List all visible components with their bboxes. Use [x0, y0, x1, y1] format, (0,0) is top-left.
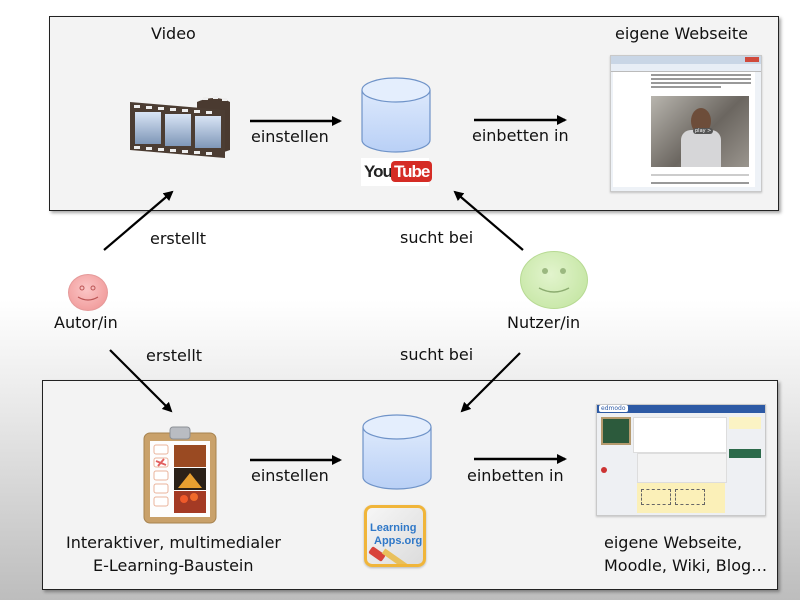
youtube-tube-text: Tube: [391, 161, 433, 182]
upload-label-top: einstellen: [251, 127, 329, 146]
author-label: Autor/in: [54, 313, 118, 332]
creates-label-top: erstellt: [150, 229, 207, 248]
video-label: Video: [151, 24, 196, 43]
window-close-icon: [745, 57, 759, 62]
embed-label-bottom: einbetten in: [467, 466, 564, 485]
learningapps-text-line2: Apps.org: [374, 535, 423, 547]
author-smiley-icon: [68, 274, 108, 311]
clipboard-quiz-icon: [143, 426, 217, 524]
browser-addressbar: [611, 64, 761, 72]
browser-tabbar: [611, 56, 761, 64]
youtube-logo: You Tube: [361, 158, 433, 186]
module-label-line2: E-Learning-Baustein: [93, 556, 254, 575]
youtube-you-text: You: [364, 162, 393, 181]
database-cylinder-icon: [362, 414, 432, 490]
database-cylinder-icon: [361, 77, 431, 153]
avatar-placeholder: [601, 417, 631, 445]
module-label-line1: Interaktiver, multimedialer: [66, 533, 281, 552]
learningapps-logo: Learning Apps.org: [364, 505, 426, 567]
edmodo-brand: edmodo: [599, 405, 628, 412]
user-smiley-icon: [520, 251, 588, 309]
play-button: play >: [693, 128, 714, 134]
upload-label-bottom: einstellen: [251, 466, 329, 485]
creates-label-bottom: erstellt: [146, 346, 203, 365]
website-screenshot: play >: [610, 55, 762, 192]
target-label-bottom-line2: Moodle, Wiki, Blog…: [604, 556, 768, 575]
user-label: Nutzer/in: [507, 313, 581, 332]
embed-label-top: einbetten in: [472, 126, 569, 145]
searches-label-top: sucht bei: [400, 228, 474, 247]
film-reel-icon: [130, 96, 230, 158]
learningapps-text-line1: Learning: [370, 522, 417, 534]
pencil-icon: [381, 548, 409, 564]
target-label-top: eigene Webseite: [615, 24, 748, 43]
target-label-bottom-line1: eigene Webseite,: [604, 533, 743, 552]
edmodo-navbar: edmodo: [597, 405, 765, 413]
embedded-video: play >: [651, 96, 749, 167]
searches-label-bottom: sucht bei: [400, 345, 474, 364]
platform-screenshot: edmodo: [596, 404, 766, 516]
